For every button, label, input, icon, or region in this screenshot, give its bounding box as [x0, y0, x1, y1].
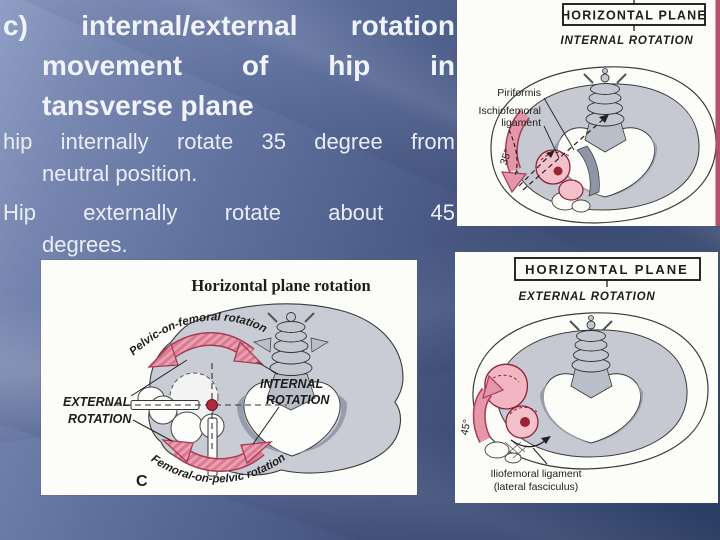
rotation-arrow	[472, 374, 505, 443]
panel-letter: C	[136, 473, 148, 490]
slide-text-block: c) internal/external rotation movement o…	[3, 6, 455, 261]
ligament-curve	[510, 436, 551, 465]
scan-edge-artifact	[715, 0, 720, 226]
heading-line-3: tansverse plane	[42, 90, 254, 121]
rotation-word: ROTATION	[266, 393, 330, 407]
iliofemoral-label-line2: (lateral fasciculus)	[494, 481, 579, 493]
external-rotation-label: EXTERNAL ROTATION	[63, 395, 132, 426]
rotation-arc-arrows	[147, 332, 273, 472]
body-paragraph-1-line-2: neutral position.	[42, 161, 198, 186]
body-paragraph-1-line-1: hip internally rotate 35 degree from	[3, 129, 455, 154]
internal-rotation-label: INTERNAL ROTATION	[260, 377, 330, 407]
spine	[569, 315, 613, 399]
figure-horizontal-plane-rotation: Horizontal plane rotation	[41, 260, 417, 495]
plane-title-label: HORIZONTAL PLANE	[561, 9, 707, 23]
piriformis-label: Piriformis	[497, 87, 541, 99]
angle-35-label: 35°	[498, 148, 514, 167]
rotation-axis	[105, 363, 287, 450]
ischiofemoral-label-line2: ligament	[501, 117, 541, 129]
plane-rotation-illustration: Horizontal plane rotation	[63, 276, 404, 490]
spine	[583, 68, 627, 153]
body-paragraph-2-line-1: Hip externally rotate about 45	[3, 200, 455, 225]
femoral-head	[535, 149, 584, 201]
rotation-word: ROTATION	[68, 412, 132, 426]
plane-title-box: HORIZONTAL PLANE	[514, 257, 701, 287]
pivot-dot	[206, 399, 218, 411]
internal-rotation-illustration: HORIZONTAL PLANE INTERNAL ROTATION Pirif…	[479, 0, 720, 226]
dashed-rotation-path	[508, 114, 609, 191]
external-rotation-illustration: HORIZONTAL PLANE EXTERNAL ROTATION 45° I…	[459, 257, 709, 493]
spine	[253, 312, 329, 411]
label-leader-lines	[130, 359, 280, 445]
body-paragraph-2-line-2: degrees.	[42, 232, 128, 257]
heading-line-1: c) internal/external rotation	[3, 10, 455, 41]
internal-word: INTERNAL	[260, 377, 323, 391]
anatomy-labels: 45° Iliofemoral ligament (lateral fascic…	[459, 418, 582, 493]
plane-title-label: HORIZONTAL PLANE	[525, 262, 689, 277]
figure-internal-rotation: HORIZONTAL PLANE INTERNAL ROTATION Pirif…	[457, 0, 720, 226]
femoral-head	[484, 363, 539, 439]
anatomy-labels: Piriformis Ischiofemoral ligament 35°	[479, 87, 575, 167]
ischiofemoral-label-line1: Ischiofemoral	[479, 105, 541, 117]
figure-title: Horizontal plane rotation	[191, 276, 370, 295]
rotation-type-label: EXTERNAL ROTATION	[519, 291, 656, 303]
heading-line-2: movement of hip in	[42, 50, 455, 81]
rotation-type-label: INTERNAL ROTATION	[560, 35, 693, 47]
angle-45-label: 45°	[459, 418, 474, 436]
ischium-shading	[576, 145, 600, 197]
external-word: EXTERNAL	[63, 395, 130, 409]
figure-external-rotation: HORIZONTAL PLANE EXTERNAL ROTATION 45° I…	[455, 252, 718, 503]
plane-title-box: HORIZONTAL PLANE	[561, 0, 707, 31]
iliofemoral-label-line1: Iliofemoral ligament	[490, 468, 581, 480]
